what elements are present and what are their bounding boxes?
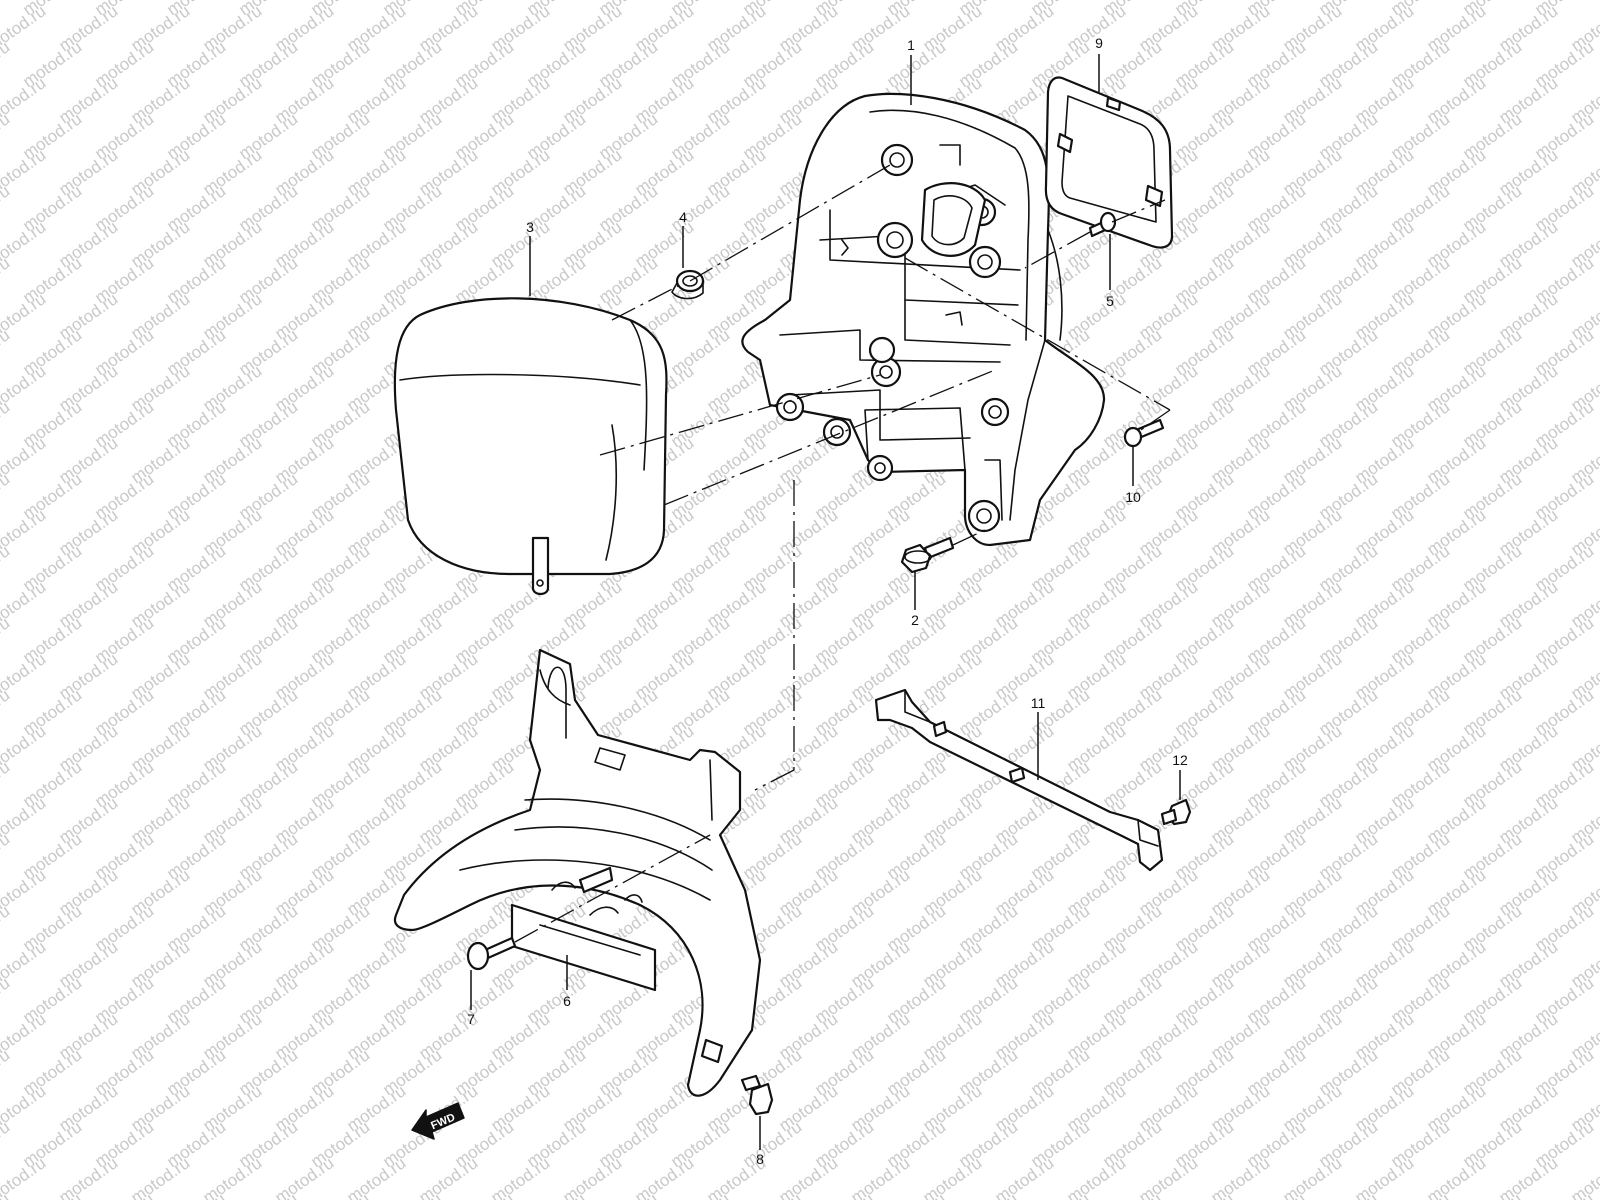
watermark-text: motod.ru [667,1189,733,1200]
watermark-text: motod.ru [991,1153,1057,1200]
watermark-text: motod.ru [451,1189,517,1200]
watermark-text: motod.ru [631,1153,697,1200]
watermark-text: motod.ru [883,1189,949,1200]
watermark-text: motod.ru [271,1153,337,1200]
watermark-text: motod.ru [0,757,13,811]
watermark-text: motod.ru [307,1189,373,1200]
watermark-text: motod.ru [811,1189,877,1200]
watermark-text: motod.ru [0,253,13,307]
watermark-text: motod.ru [1423,1153,1489,1200]
watermark-text: motod.ru [0,109,13,163]
watermark-text: motod.ru [955,1189,1021,1200]
callout-9: 9 [1095,35,1103,51]
watermark-text: motod.ru [0,829,13,883]
watermark-text: motod.ru [0,469,13,523]
watermark-text: motod.ru [0,901,13,955]
watermark-text: motod.ru [1171,1189,1237,1200]
watermark-text: motod.ru [199,1153,265,1200]
watermark-text: motod.ru [1027,1189,1093,1200]
watermark-text: motod.ru [0,685,13,739]
watermark-text: motod.ru [1531,1189,1597,1200]
watermark-text: motod.ru [595,1189,661,1200]
watermark-text: motod.ru [0,325,13,379]
callout-7: 7 [467,1011,475,1027]
callout-2: 2 [911,612,919,628]
watermark-text: motod.ru [55,1153,121,1200]
callout-5: 5 [1106,293,1114,309]
watermark-text: motod.ru [0,973,13,1027]
watermark-text: motod.ru [0,541,13,595]
callout-12: 12 [1172,752,1188,768]
watermark-text: motod.ru [343,1153,409,1200]
watermark-text: motod.ru [19,1189,85,1200]
callout-6: 6 [563,993,571,1009]
watermark-text: motod.ru [91,1189,157,1200]
watermark-text: motod.ru [415,1153,481,1200]
watermark-text: motod.ru [0,1045,13,1099]
watermark-text: motod.ru [0,181,13,235]
watermark-text: motod.ru [235,1189,301,1200]
watermark-text: motod.ru [559,1153,625,1200]
watermark-text: motod.ru [0,1117,13,1171]
watermark-text: motod.ru [0,37,13,91]
callout-4: 4 [679,209,687,225]
callout-1: 1 [907,37,915,53]
watermark-text: motod.ru [379,1189,445,1200]
watermark-text: motod.ru [1099,1189,1165,1200]
watermark-text: motod.ru [1387,1189,1453,1200]
watermark-text: motod.ru [163,1189,229,1200]
watermark-text: motod.ru [1063,1153,1129,1200]
watermark-text: motod.ru [775,1153,841,1200]
watermark-text: motod.ru [127,1153,193,1200]
watermark-text: motod.ru [1351,1153,1417,1200]
watermark-text: motod.ru [1459,1189,1525,1200]
callout-3: 3 [526,219,534,235]
watermark-text: motod.ru [1243,1189,1309,1200]
watermark-text: motod.ru [0,613,13,667]
watermark-text: motod.ru [919,1153,985,1200]
backrest-cushion[interactable] [393,297,668,596]
watermark-text: motod.ru [0,0,13,19]
callout-11: 11 [1031,695,1046,711]
watermark-text: motod.ru [847,1153,913,1200]
watermark-text: motod.ru [487,1153,553,1200]
clip-12[interactable] [1160,798,1192,826]
callout-10: 10 [1125,489,1141,505]
callout-8: 8 [756,1151,764,1167]
watermark-text: motod.ru [1495,1153,1561,1200]
watermark-text: motod.ru [1207,1153,1273,1200]
watermark-text: motod.ru [523,1189,589,1200]
watermark-text: motod.ru [739,1189,805,1200]
watermark-text: motod.ru [1279,1153,1345,1200]
watermark-text: motod.ru [1315,1189,1381,1200]
watermark-text: motod.ru [0,397,13,451]
watermark-text: motod.ru [1135,1153,1201,1200]
